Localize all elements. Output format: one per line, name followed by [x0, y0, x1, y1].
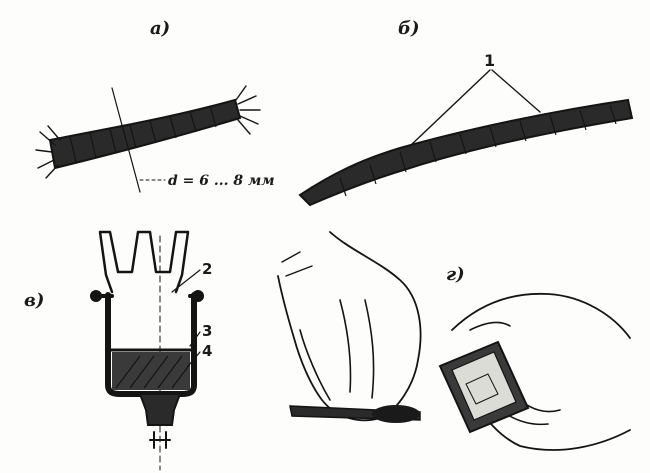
panel-label-v: в)	[24, 290, 44, 311]
holder-fuel-hatching	[115, 355, 191, 389]
callout-1: 1	[484, 51, 495, 70]
panel-a-cord: d = 6 ... 8 мм	[35, 85, 275, 193]
panel-v-holder-section: 2 3 4	[90, 230, 212, 471]
holder-thread	[149, 431, 171, 449]
callout-3-leader	[189, 331, 201, 347]
holder-wick-insert	[98, 230, 190, 294]
callout-1-arrow-left	[409, 69, 491, 147]
diameter-axis-line	[111, 87, 141, 193]
hand-fingers	[299, 299, 375, 401]
cord-body-a	[48, 98, 242, 170]
callout-4: 4	[202, 342, 212, 360]
sleeve-outline	[281, 251, 313, 277]
cord-twist-lines-a	[69, 105, 217, 163]
cord-frayed-end-left	[35, 125, 61, 179]
panel-g-hand-matchbox	[438, 292, 631, 451]
callout-2: 2	[202, 260, 212, 278]
diameter-label: d = 6 ... 8 мм	[168, 173, 275, 189]
holder-fuel-layer	[112, 352, 190, 390]
panel-label-g: г)	[446, 264, 465, 285]
callout-2-leader	[171, 269, 201, 293]
callout-4-leader	[187, 351, 201, 367]
cord-frayed-end-right	[235, 85, 261, 135]
tool-tip	[372, 405, 420, 423]
holder-nozzle	[138, 393, 182, 426]
callout-3: 3	[202, 322, 212, 340]
callout-1-arrow-right	[491, 69, 541, 113]
cord-body-b	[298, 98, 634, 207]
cord-twist-lines-b	[339, 104, 617, 197]
matchbox-label	[451, 351, 517, 421]
panel-b-cord: 1	[298, 51, 634, 207]
panel-label-b: б)	[398, 18, 420, 39]
panel-hand-with-tool	[277, 231, 422, 423]
panel-label-a: а)	[150, 18, 170, 39]
matchbox-emblem	[465, 373, 499, 405]
